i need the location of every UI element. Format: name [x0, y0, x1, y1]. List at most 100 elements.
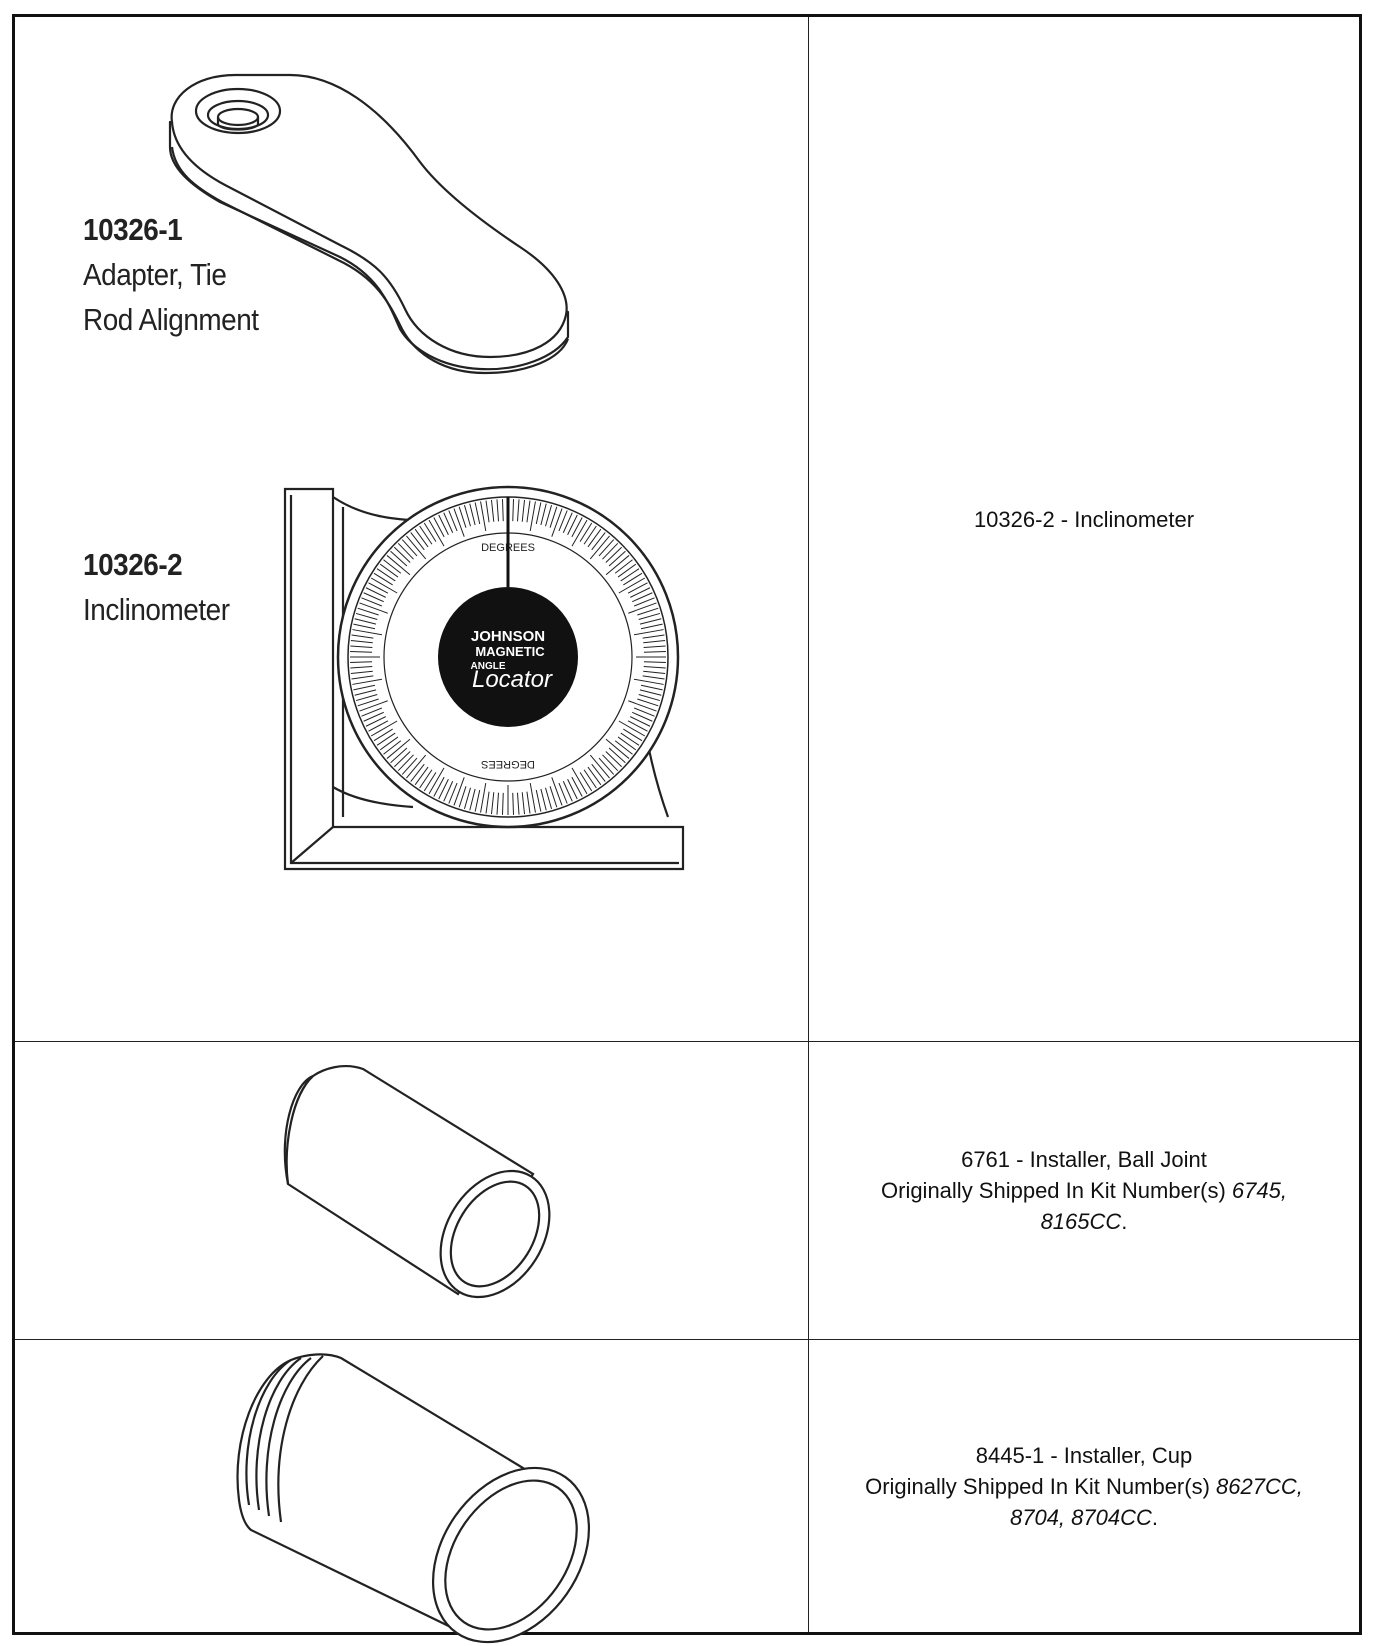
- cup-installer-illustration: [236, 1353, 591, 1644]
- kit-number: 8627CC,: [1216, 1473, 1303, 1499]
- dial-tick: [643, 650, 666, 653]
- dial-tick: [355, 694, 378, 702]
- dial-tick: [516, 792, 520, 815]
- dial-tick: [633, 707, 655, 717]
- dial-tick: [516, 499, 520, 522]
- dial-tick: [633, 678, 664, 685]
- dial-tick: [428, 767, 445, 795]
- dial-tick: [571, 519, 588, 547]
- dial-tick: [526, 500, 531, 523]
- dial-tick: [623, 572, 643, 586]
- dial-tick: [512, 499, 515, 522]
- dial-tick: [540, 503, 547, 526]
- dial-tick: [643, 639, 666, 644]
- dial-tick: [643, 665, 666, 669]
- dial-tick: [458, 786, 467, 808]
- dial-tick: [365, 716, 386, 727]
- dial-tick: [637, 607, 659, 616]
- dial-tick: [359, 602, 388, 614]
- dial-tick: [558, 782, 568, 804]
- dial-tick: [463, 504, 471, 527]
- dial-tick: [351, 675, 374, 680]
- dial-tick: [614, 559, 633, 574]
- dial-tick: [406, 754, 427, 779]
- kit-suffix: .: [1121, 1209, 1128, 1234]
- dial-tick: [365, 587, 386, 598]
- dial-tick: [579, 772, 593, 792]
- callout-label: Adapter, Tie: [83, 257, 227, 292]
- dial-tick: [379, 563, 399, 578]
- dial-tick: [352, 629, 383, 636]
- dial-tick: [605, 546, 623, 563]
- dial-tick: [589, 535, 610, 560]
- dial-tick: [414, 766, 429, 786]
- dial-tick: [587, 766, 602, 786]
- dial-tick: [545, 504, 553, 527]
- kit-prefix: Originally Shipped In Kit Number(s): [881, 1178, 1232, 1203]
- dial-tick: [350, 665, 373, 669]
- dial-tick: [558, 510, 568, 532]
- dial-tick: [350, 639, 373, 644]
- dial-tick: [448, 510, 458, 532]
- dial-tick: [359, 700, 388, 712]
- dial-tick: [386, 738, 411, 759]
- dial-tick: [549, 506, 558, 528]
- dial-tick: [419, 769, 433, 789]
- dial-tick: [501, 792, 504, 815]
- table-row: 8445-1 - Installer, Cup Originally Shipp…: [15, 1339, 1359, 1644]
- dial-tick: [535, 789, 542, 812]
- dial-tick: [390, 550, 408, 567]
- dial-tick: [353, 684, 376, 691]
- tool-description: 8445-1 - Installer, Cup: [975, 1442, 1193, 1468]
- kit-number: 8165CC: [1040, 1209, 1122, 1234]
- dial-tick: [368, 720, 389, 732]
- dial-tick: [490, 499, 495, 522]
- dial-tick: [545, 787, 553, 810]
- dial-tick: [453, 777, 465, 806]
- dial-tick: [350, 645, 373, 649]
- dial-tick: [480, 501, 487, 532]
- dial-tick: [401, 757, 418, 775]
- dial-tick: [567, 779, 578, 800]
- dial-tick: [608, 550, 626, 567]
- kit-prefix: Originally Shipped In Kit Number(s): [865, 1473, 1217, 1499]
- description-cell: 10326-2 - Inclinometer: [809, 17, 1359, 1041]
- dial-brand: ANGLE: [471, 661, 506, 672]
- dial-tick: [632, 592, 653, 603]
- dial-tick: [352, 678, 383, 685]
- dial-tick: [639, 618, 662, 625]
- dial-tick: [397, 542, 414, 560]
- dial-tick: [361, 707, 383, 717]
- dial-tick: [643, 645, 666, 649]
- dial-tick: [458, 506, 467, 528]
- dial-tick: [354, 618, 377, 625]
- dial-tick: [351, 634, 374, 639]
- dial-tick: [474, 789, 481, 812]
- dial-tick: [638, 612, 661, 620]
- dial-tick: [443, 512, 454, 533]
- dial-tick: [350, 661, 373, 664]
- dial-tick: [410, 532, 425, 551]
- dial-tick: [623, 728, 643, 742]
- dial-tick: [571, 517, 583, 538]
- dial-tick: [376, 568, 396, 582]
- dial-tick: [571, 776, 583, 797]
- dial-tick: [376, 732, 396, 746]
- description-cell: 8445-1 - Installer, Cup Originally Shipp…: [809, 1340, 1359, 1632]
- dial-brand: MAGNETIC: [475, 644, 545, 659]
- dial-tick: [627, 582, 648, 594]
- dial-tick: [393, 546, 411, 563]
- dial-tick: [423, 772, 437, 792]
- dial-tick: [383, 559, 402, 574]
- dial-tick: [540, 788, 547, 811]
- tie-rod-adapter-illustration: [168, 73, 570, 375]
- dial-tick: [463, 787, 471, 810]
- dial-tick: [627, 720, 648, 732]
- dial-tick: [618, 577, 646, 594]
- kit-number: 6745,: [1231, 1178, 1287, 1203]
- table-row: 10326-1 Adapter, Tie Rod Alignment 10326…: [15, 17, 1359, 1041]
- kit-numbers: 8165CC.: [881, 1206, 1287, 1237]
- kit-numbers: Originally Shipped In Kit Number(s) 8627…: [865, 1471, 1303, 1502]
- tool-table: 10326-1 Adapter, Tie Rod Alignment 10326…: [12, 14, 1362, 1644]
- callout-10326-1: 10326-1 Adapter, Tie Rod Alignment: [83, 207, 259, 342]
